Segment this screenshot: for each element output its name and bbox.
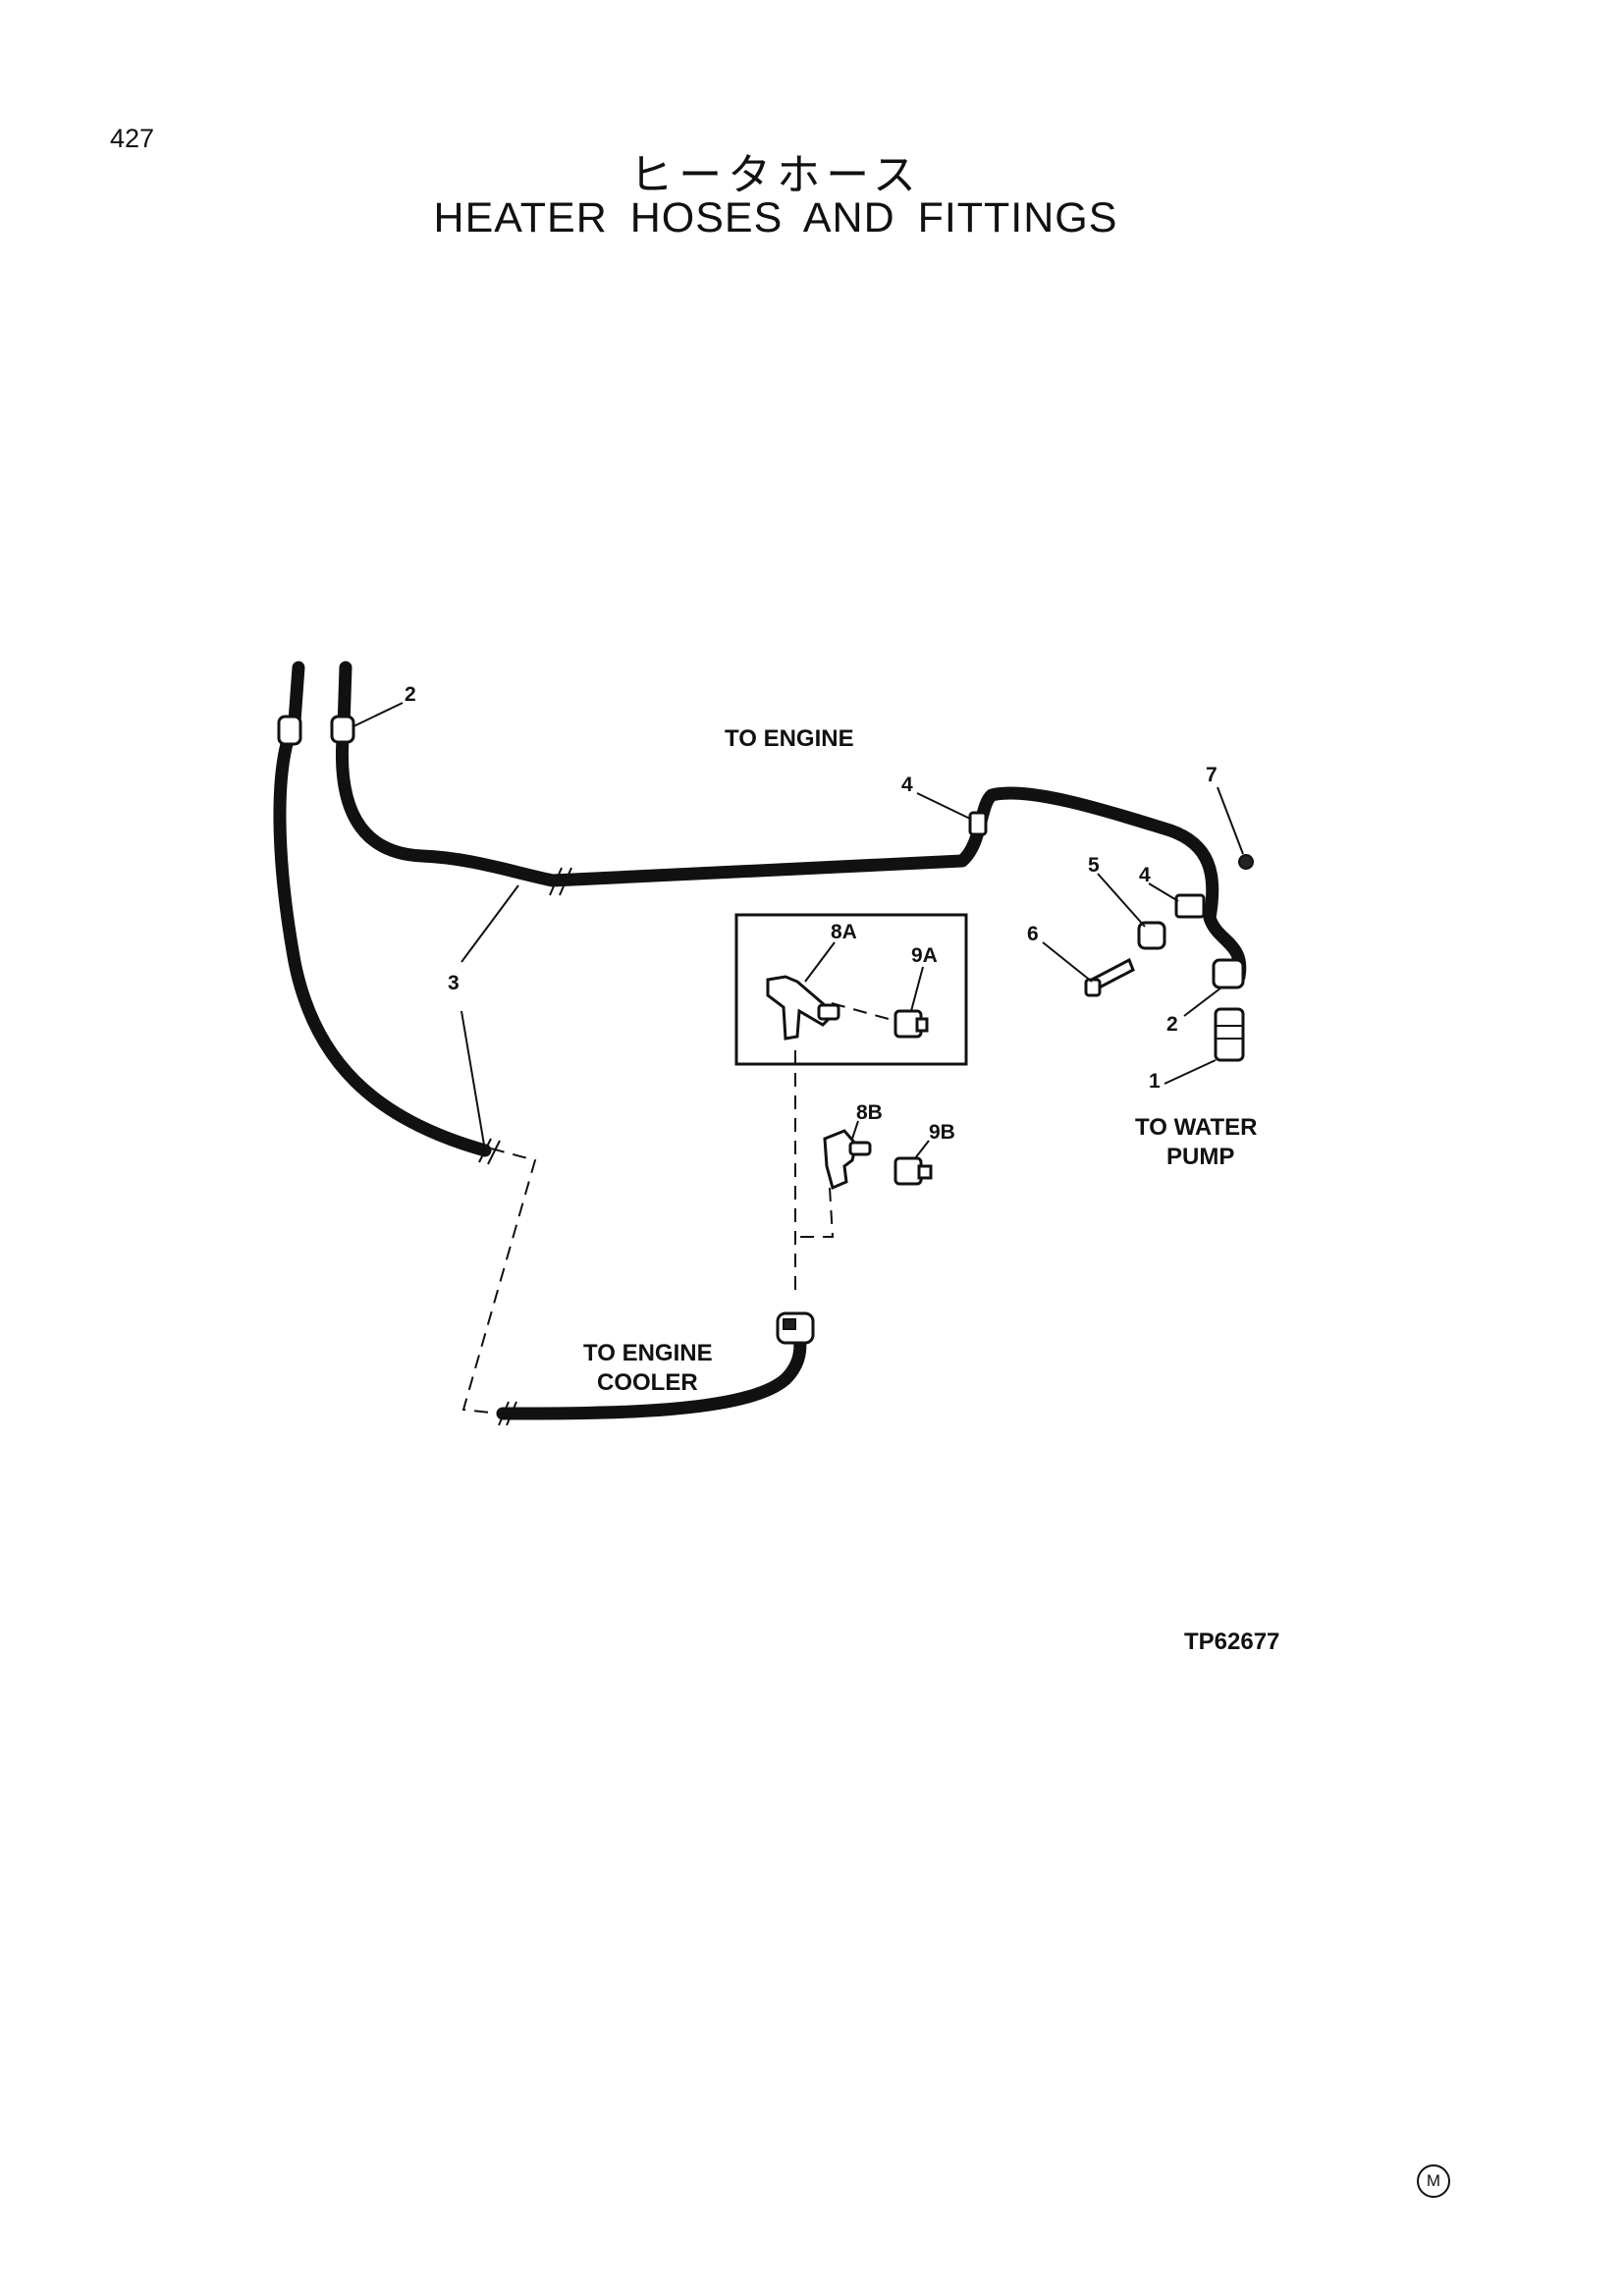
page-number: 427 [110, 124, 155, 153]
leader-line [916, 792, 971, 820]
elbow-fitting-icon [1212, 958, 1245, 989]
leader-line [352, 702, 404, 727]
hose-nipple-icon [848, 1141, 872, 1156]
hose-clamp-icon [783, 1318, 796, 1330]
hex-nut-icon [915, 1017, 929, 1033]
dashed-connection-left [461, 1148, 537, 1415]
figure-id: TP62677 [1184, 1629, 1279, 1655]
hex-nut-icon [893, 1156, 923, 1186]
hose-break-mark [506, 1401, 517, 1426]
callout-2: 2 [405, 683, 416, 706]
leader-line [1183, 987, 1222, 1017]
hose-to-engine-cooler [496, 1318, 807, 1420]
callout-4: 4 [901, 774, 913, 796]
leader-line [1148, 882, 1179, 902]
hose-break-mark [549, 867, 563, 896]
dashed-connection-8b [797, 1187, 835, 1238]
callout-3: 3 [448, 972, 460, 994]
page-title: HEATER HOSES AND FITTINGS [433, 194, 1118, 241]
hose-nipple-icon [817, 1003, 840, 1021]
bracket-icon [1174, 893, 1206, 919]
leader-line [1097, 873, 1146, 928]
label-to-engine-cooler: TO ENGINE [583, 1340, 713, 1366]
leader-line [914, 1140, 930, 1159]
hose-break-mark [559, 867, 572, 896]
tee-fitting-icon [766, 975, 836, 1041]
leader-line [460, 884, 519, 963]
callout-8b: 8B [856, 1101, 883, 1124]
hose-to-engine [336, 661, 1247, 984]
spacer-icon [1137, 921, 1166, 950]
dashed-connection-9a [831, 1002, 896, 1022]
hex-nut-icon [917, 1164, 933, 1180]
leader-line [804, 941, 836, 983]
callout-4: 4 [1139, 864, 1151, 886]
hose-left-drop [273, 661, 492, 1157]
hose-break-mark [487, 1140, 501, 1165]
callout-5: 5 [1088, 854, 1100, 877]
label-to-water-pump: PUMP [1166, 1144, 1234, 1170]
leader-line [1042, 941, 1093, 983]
callout-9b: 9B [929, 1121, 955, 1144]
callout-6: 6 [1027, 923, 1039, 945]
hose-clip-icon [968, 811, 988, 836]
bolt-head-icon [1084, 978, 1102, 997]
leader-line [851, 1120, 859, 1140]
leader-line [1217, 786, 1244, 855]
label-to-engine: TO ENGINE [725, 725, 854, 752]
hose-break-mark [498, 1401, 510, 1426]
label-to-water-pump: TO WATER [1135, 1114, 1257, 1141]
fitting-icon [1214, 1007, 1245, 1062]
nut-icon [1238, 854, 1254, 870]
corner-mark: M [1417, 2164, 1450, 2198]
hose-clamp-icon [277, 715, 302, 746]
callout-9a: 9A [911, 944, 938, 967]
callout-7: 7 [1206, 764, 1218, 786]
elbow-fitting-icon [823, 1129, 858, 1191]
callout-2: 2 [1166, 1013, 1178, 1036]
inset-box [734, 913, 968, 1066]
page-title-japanese: ヒータホース [629, 150, 922, 200]
callout-8a: 8A [831, 921, 857, 943]
leader-line [910, 966, 924, 1012]
callout-1: 1 [1149, 1070, 1161, 1093]
hose-clamp-icon [330, 715, 355, 744]
label-to-engine-cooler: COOLER [597, 1369, 698, 1396]
leader-line [460, 1010, 486, 1151]
leader-line [1164, 1059, 1217, 1085]
